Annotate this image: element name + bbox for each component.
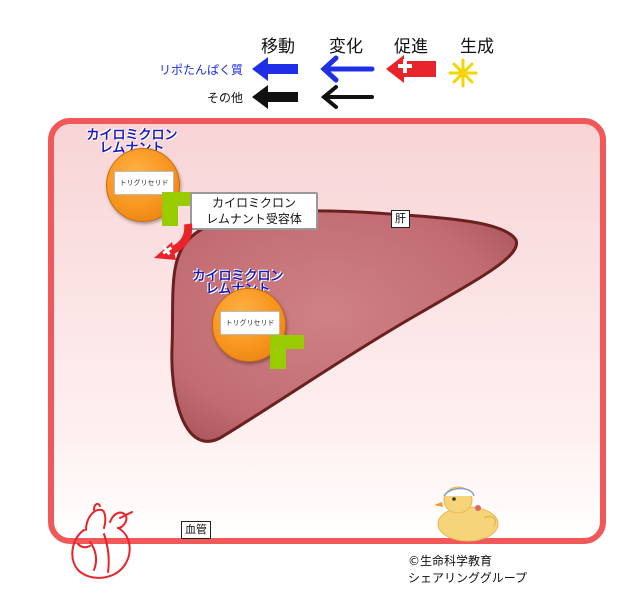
receptor-label: カイロミクロン レムナント受容体 [190, 192, 318, 230]
generate-star-icon [448, 58, 478, 88]
particle-liver-title-line1: カイロミクロン [192, 269, 284, 284]
chick-mascot-icon [434, 486, 499, 542]
receptor-icon-top [162, 192, 196, 226]
legend-header-move: 移動 [261, 37, 295, 57]
liver-label: 肝 [391, 210, 410, 228]
legend-header-promote: 促進 [394, 37, 428, 57]
blue-change-arrow-icon [320, 55, 375, 83]
credit-line2: シェアリンググループ [408, 571, 528, 585]
promote-arrow-icon [386, 55, 436, 83]
liver-shape [170, 209, 519, 443]
credit-line1: ©生命科学教育 [408, 554, 493, 568]
legend-row-other: その他 [206, 91, 243, 105]
chylomicron-remnant-particle-top: トリグリセリド [106, 148, 180, 222]
black-change-arrow-icon [320, 85, 374, 109]
vessel-label: 血管 [181, 521, 211, 539]
black-move-arrow-icon [252, 85, 298, 109]
receptor-label-line2: レムナント受容体 [206, 212, 302, 226]
legend-row-lipoprotein: リポたんぱく質 [158, 63, 243, 77]
receptor-icon-liver [270, 335, 304, 369]
credit: ©生命科学教育 シェアリンググループ [408, 553, 527, 587]
receptor-label-line1: カイロミクロン [211, 196, 296, 210]
blue-move-arrow-icon [252, 57, 298, 81]
heart-icon [71, 502, 133, 579]
legend-header-change: 変化 [329, 37, 363, 57]
particle-top-title-line1: カイロミクロン [86, 128, 178, 143]
legend-symbols [252, 55, 478, 109]
triglyceride-box-top: トリグリセリド [114, 171, 174, 195]
legend-header-generate: 生成 [460, 37, 494, 57]
uptake-arrow-icon [154, 223, 193, 260]
triglyceride-box-liver: トリグリセリド [220, 311, 280, 335]
